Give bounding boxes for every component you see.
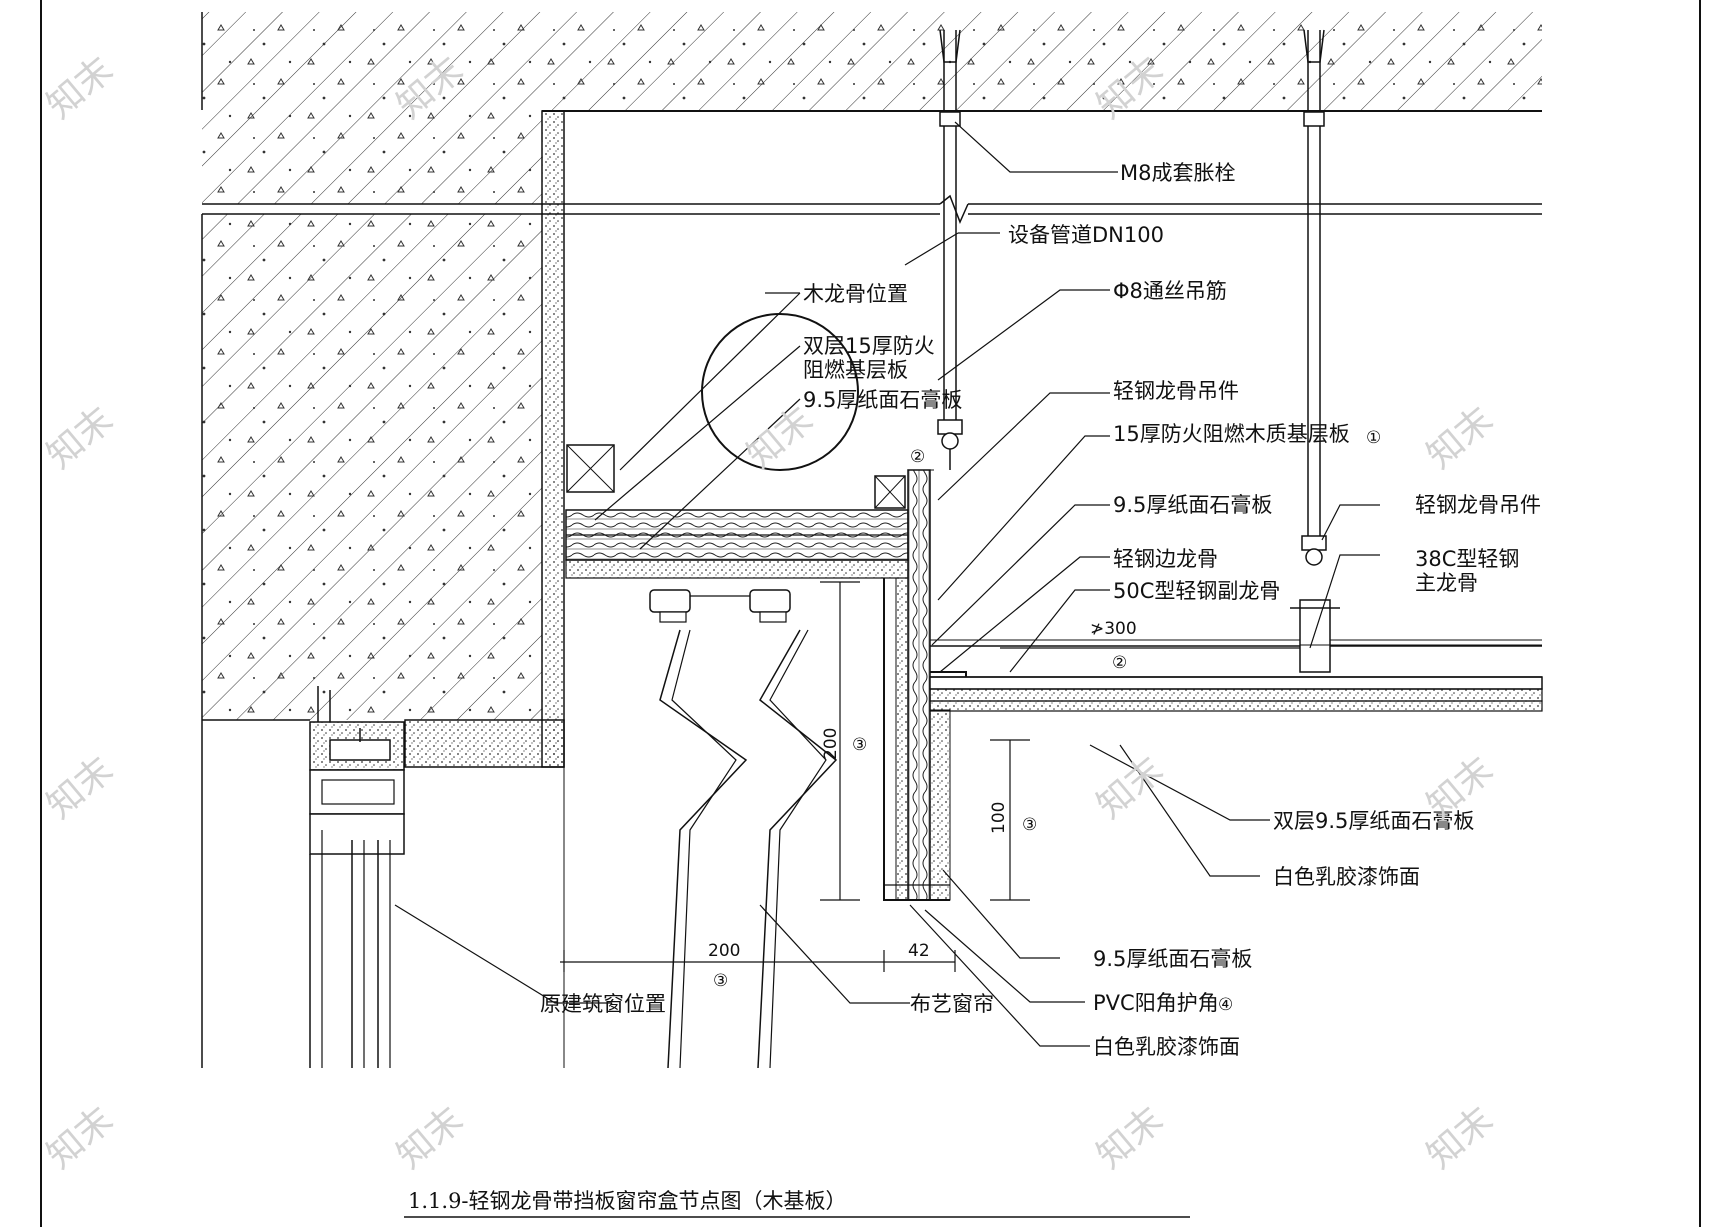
label-m8-bolt: M8成套胀栓 bbox=[1120, 161, 1235, 185]
label-latex-paint-2: 白色乳胶漆饰面 bbox=[1093, 1035, 1240, 1059]
fabric-curtain bbox=[659, 629, 838, 1069]
label-latex-paint-1: 白色乳胶漆饰面 bbox=[1273, 865, 1420, 889]
label-window: 原建筑窗位置 bbox=[540, 992, 666, 1016]
marker-1: ① bbox=[1366, 428, 1381, 448]
dim-100-vertical: 100 bbox=[989, 802, 1009, 834]
concrete-slab bbox=[201, 12, 1542, 204]
label-sub-keel: 50C型轻钢副龙骨 bbox=[1113, 579, 1280, 603]
watermark: 知末 bbox=[1419, 399, 1501, 477]
marker-2-side: ② bbox=[910, 447, 925, 467]
watermark: 知末 bbox=[1089, 1099, 1171, 1177]
marker-3-right: ③ bbox=[1022, 815, 1037, 835]
dim-42-horizontal: 42 bbox=[908, 941, 930, 961]
label-double-board-2: 阻燃基层板 bbox=[803, 358, 908, 382]
break-line bbox=[202, 194, 1542, 224]
label-main-keel-2: 主龙骨 bbox=[1415, 571, 1478, 595]
label-main-keel-1: 38C型轻钢 bbox=[1415, 547, 1519, 571]
label-double-board-1: 双层15厚防火 bbox=[803, 334, 935, 358]
label-curtain: 布艺窗帘 bbox=[910, 992, 994, 1016]
label-gypsum-bottom: 9.5厚纸面石膏板 bbox=[1093, 947, 1252, 971]
label-pipe: 设备管道DN100 bbox=[1008, 223, 1164, 247]
plaster-lining bbox=[404, 110, 565, 1068]
watermark: 知末 bbox=[389, 1099, 471, 1177]
label-hanger-1: 轻钢龙骨吊件 bbox=[1113, 379, 1239, 403]
curtain-box-side bbox=[883, 469, 951, 901]
marker-3-bottom: ③ bbox=[713, 971, 728, 991]
window-frame bbox=[309, 686, 405, 1068]
label-wood-keel: 木龙骨位置 bbox=[803, 282, 908, 306]
dim-200-horizontal: 200 bbox=[708, 941, 740, 961]
label-double-gypsum: 双层9.5厚纸面石膏板 bbox=[1273, 809, 1474, 833]
leader-lines bbox=[394, 121, 1380, 1047]
pipe-dn100 bbox=[701, 313, 859, 471]
label-edge-keel: 轻钢边龙骨 bbox=[1113, 547, 1218, 571]
watermark: 知末 bbox=[39, 749, 121, 827]
label-pvc-corner: PVC阳角护角 bbox=[1093, 991, 1219, 1015]
marker-4: ④ bbox=[1218, 995, 1233, 1015]
dim-spacing: ≯300 bbox=[1090, 619, 1137, 639]
wood-keels bbox=[566, 444, 906, 509]
annotations: M8成套胀栓 设备管道DN100 木龙骨位置 Φ8通丝吊筋 双层15厚防火 阻燃… bbox=[540, 161, 1541, 1059]
marker-2-ceiling: ② bbox=[1112, 653, 1127, 673]
drawing-title: 1.1.9-轻钢龙骨带挡板窗帘盒节点图（木基板） bbox=[404, 1189, 1190, 1218]
watermark: 知末 bbox=[1089, 749, 1171, 827]
watermark: 知末 bbox=[39, 49, 121, 127]
dimension-lines bbox=[560, 581, 1300, 972]
label-hanger-2: 轻钢龙骨吊件 bbox=[1415, 493, 1541, 517]
dim-200-vertical: 200 bbox=[821, 728, 841, 760]
hanger-rods bbox=[937, 29, 1542, 673]
watermark: 知末 bbox=[1419, 1099, 1501, 1177]
label-gypsum-top: 9.5厚纸面石膏板 bbox=[803, 388, 962, 412]
label-rod: Φ8通丝吊筋 bbox=[1113, 279, 1227, 303]
drawing-title-text: 1.1.9-轻钢龙骨带挡板窗帘盒节点图（木基板） bbox=[408, 1189, 847, 1213]
marker-3-vertical: ③ bbox=[852, 735, 867, 755]
label-wood-base: 15厚防火阻燃木质基层板 bbox=[1113, 422, 1350, 446]
watermark: 知末 bbox=[39, 1099, 121, 1177]
label-gypsum-mid: 9.5厚纸面石膏板 bbox=[1113, 493, 1272, 517]
fire-board-layer bbox=[565, 509, 909, 579]
ceiling-boards bbox=[929, 639, 1543, 712]
curtain-tracks bbox=[649, 589, 791, 623]
watermark: 知末 bbox=[39, 399, 121, 477]
concrete-beam bbox=[201, 214, 542, 1068]
